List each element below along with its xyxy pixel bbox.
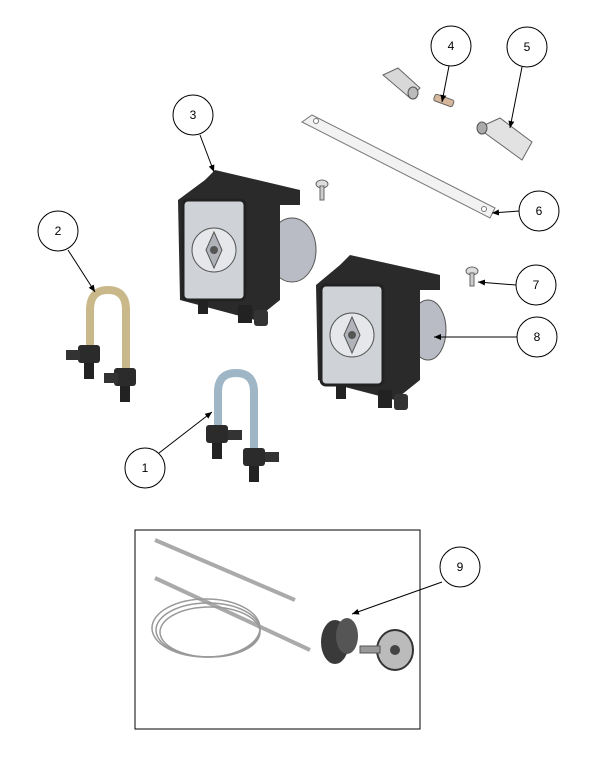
callout-label: 8 — [534, 330, 541, 344]
rotor — [359, 629, 414, 671]
fuse-holder-body — [476, 117, 533, 161]
callout-1: 1 — [124, 447, 166, 489]
straight-tube — [154, 576, 311, 652]
tubing-kit-box — [134, 529, 421, 730]
leader-lines — [67, 65, 523, 615]
callout-label: 9 — [457, 560, 464, 574]
callout-label: 7 — [533, 278, 540, 292]
callout-6: 6 — [518, 190, 560, 232]
fuse-holder-cap — [382, 67, 421, 100]
pump-right — [316, 255, 447, 410]
mounting-bracket — [301, 114, 496, 219]
pump-left — [178, 170, 317, 326]
fuse — [433, 93, 455, 108]
callout-4: 4 — [430, 25, 472, 67]
callout-9: 9 — [439, 546, 481, 588]
callout-label: 6 — [536, 204, 543, 218]
screw-left — [315, 179, 329, 201]
callout-5: 5 — [506, 26, 548, 68]
tan-tube-u-bend — [66, 285, 136, 402]
roller — [321, 618, 358, 664]
blue-tube-u-bend — [206, 368, 279, 482]
callout-3: 3 — [172, 94, 214, 136]
callout-label: 4 — [448, 39, 455, 53]
callout-8: 8 — [516, 316, 558, 358]
callout-label: 5 — [524, 40, 531, 54]
callout-label: 3 — [190, 108, 197, 122]
screw-right — [465, 266, 479, 287]
coiled-tubing — [151, 598, 261, 658]
callout-7: 7 — [515, 264, 557, 306]
straight-tube — [154, 538, 296, 602]
callout-label: 2 — [55, 224, 62, 238]
callout-2: 2 — [37, 210, 79, 252]
callout-label: 1 — [142, 461, 149, 475]
